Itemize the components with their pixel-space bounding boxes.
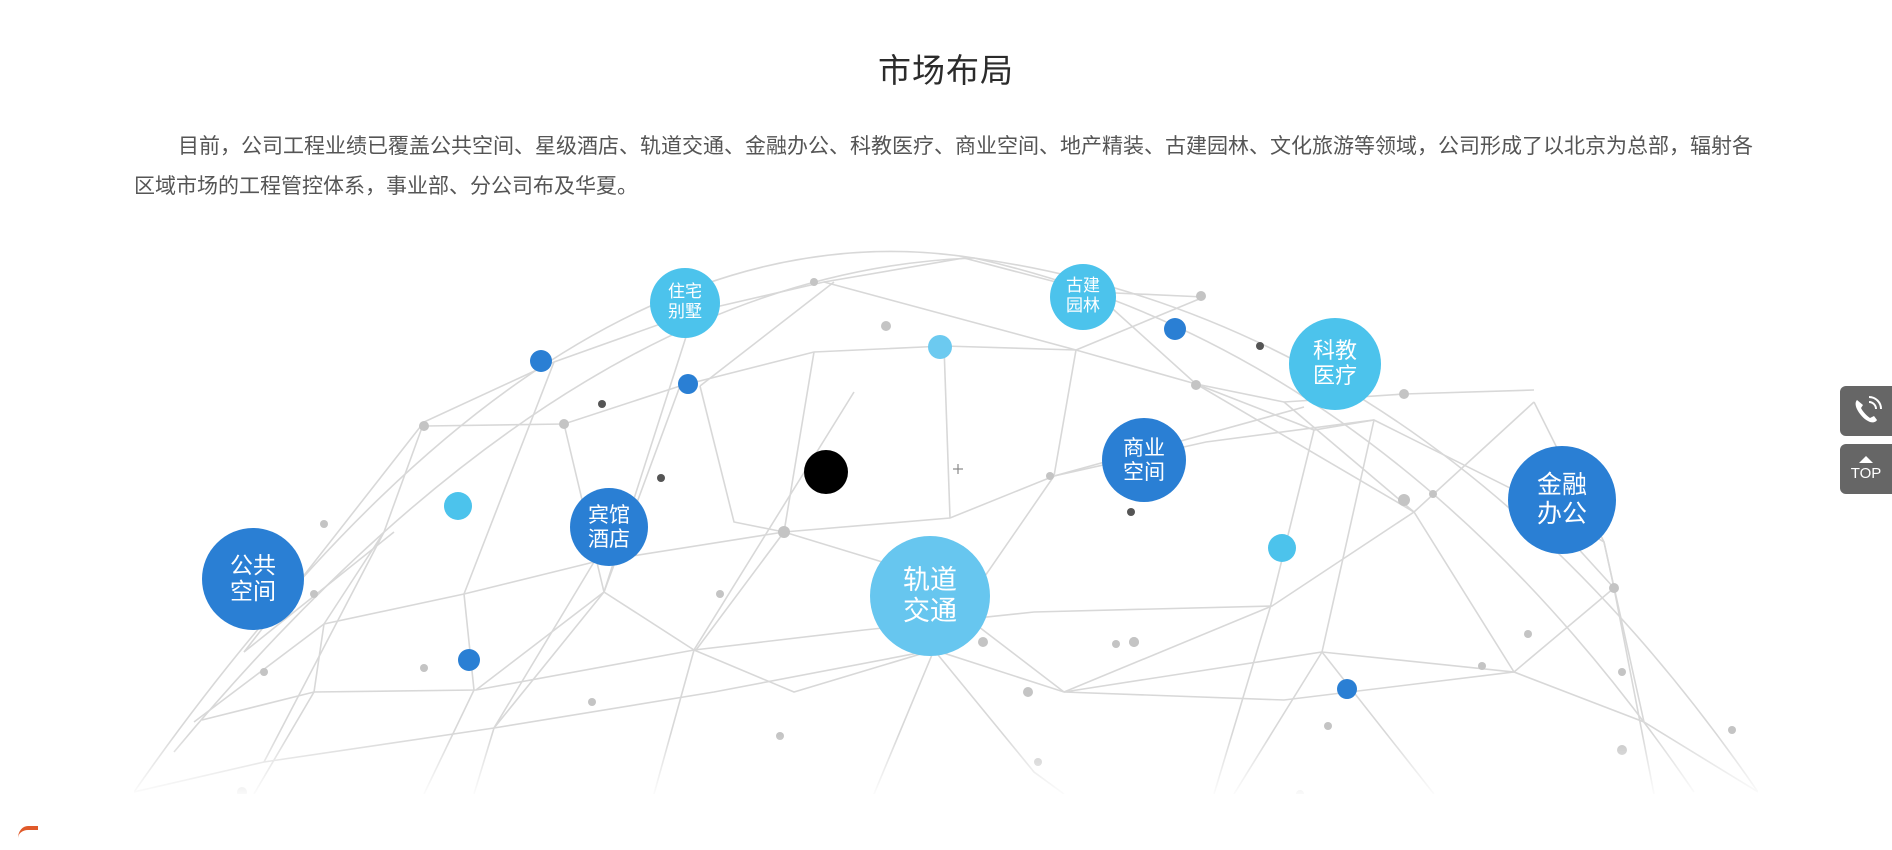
- node-dot: [678, 374, 698, 394]
- bubble-finance[interactable]: 金融 办公: [1508, 446, 1616, 554]
- node-dot: [1268, 534, 1296, 562]
- bubble-commerce[interactable]: 商业 空间: [1102, 418, 1186, 502]
- bubble-garden[interactable]: 古建 园林: [1050, 264, 1116, 330]
- globe-fade: [134, 734, 1758, 794]
- node-dot: [458, 649, 480, 671]
- corner-logo-icon: [18, 826, 38, 850]
- node-dot: [444, 492, 472, 520]
- section-intro: 目前，公司工程业绩已覆盖公共空间、星级酒店、轨道交通、金融办公、科教医疗、商业空…: [134, 134, 1753, 198]
- bubble-hotel[interactable]: 宾馆 酒店: [570, 488, 648, 566]
- section-title: 市场布局: [878, 51, 1014, 90]
- top-label: TOP: [1850, 465, 1882, 482]
- phone-icon: [1855, 396, 1882, 423]
- bubble-public[interactable]: 公共 空间: [202, 528, 304, 630]
- node-dot: [1337, 679, 1357, 699]
- back-to-top-button[interactable]: TOP: [1840, 444, 1892, 494]
- bubble-residence[interactable]: 住宅 别墅: [650, 268, 720, 338]
- bubble-edu[interactable]: 科教 医疗: [1289, 318, 1381, 410]
- node-dot: [1164, 318, 1186, 340]
- node-dot: [530, 350, 552, 372]
- node-dot: [928, 335, 952, 359]
- phone-button[interactable]: [1840, 386, 1892, 436]
- arrow-up-icon: [1859, 456, 1873, 463]
- active-node: [804, 450, 848, 494]
- market-globe: 住宅 别墅 古建 园林 科教 医疗 商业 空间 宾馆 酒店 公共 空间 轨道 交…: [134, 232, 1758, 794]
- bubble-rail[interactable]: 轨道 交通: [870, 536, 990, 656]
